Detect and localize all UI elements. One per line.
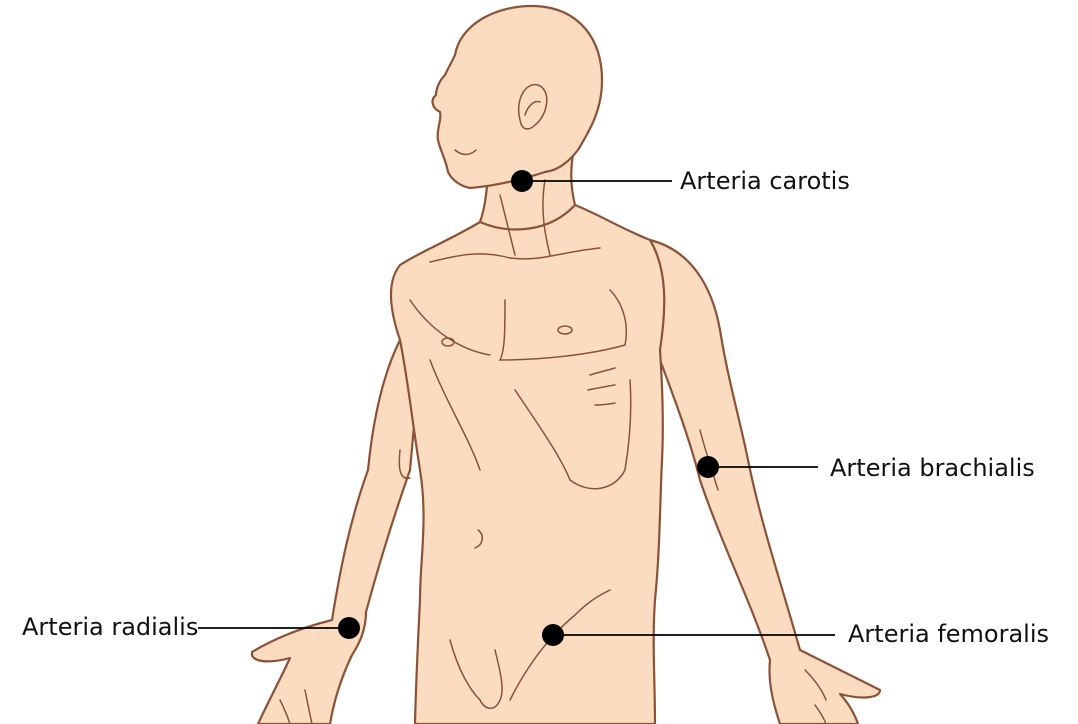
- left-arm: [252, 340, 420, 724]
- label-arteria-radialis: Arteria radialis: [22, 615, 198, 639]
- pulse-marker-brachialis: [697, 456, 719, 478]
- label-arteria-brachialis: Arteria brachialis: [830, 456, 1035, 480]
- label-arteria-carotis: Arteria carotis: [680, 169, 850, 193]
- pulse-marker-radialis: [338, 617, 360, 639]
- head: [433, 6, 602, 188]
- pulse-marker-carotis: [511, 170, 533, 192]
- label-arteria-femoralis: Arteria femoralis: [848, 622, 1049, 646]
- pulse-marker-femoralis: [542, 624, 564, 646]
- torso: [391, 205, 664, 724]
- human-body-outline: [252, 6, 880, 724]
- right-arm: [650, 240, 880, 724]
